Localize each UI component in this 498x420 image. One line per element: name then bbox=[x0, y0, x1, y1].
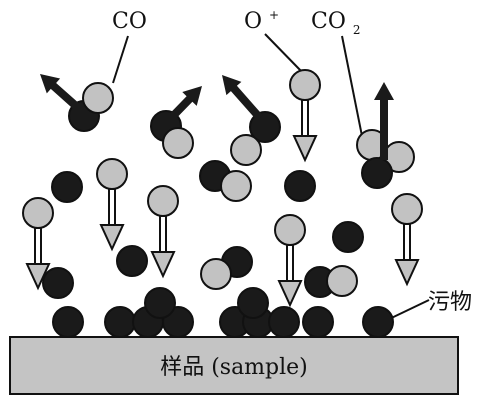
carbon-atom bbox=[52, 306, 84, 338]
ion-arrow bbox=[25, 227, 51, 291]
o-plus-superscript: + bbox=[269, 8, 279, 22]
oxygen-atom bbox=[326, 265, 358, 297]
ion-arrow-head bbox=[277, 280, 303, 308]
oxygen-atom bbox=[200, 258, 232, 290]
carbon-atom bbox=[284, 170, 316, 202]
ion-arrow-shaft bbox=[159, 215, 167, 253]
ion-arrow-shaft bbox=[34, 227, 42, 265]
ion-arrow bbox=[277, 244, 303, 308]
ion-arrow-head bbox=[25, 263, 51, 291]
carbon-atom bbox=[268, 306, 300, 338]
desorption-arrow bbox=[374, 82, 394, 160]
leader-lines bbox=[112, 33, 430, 323]
oxygen-atom bbox=[230, 134, 262, 166]
carbon-atom bbox=[144, 287, 176, 319]
carbon-atom bbox=[104, 306, 136, 338]
ion-arrow-shaft bbox=[108, 188, 116, 226]
o-plus-base: O bbox=[244, 9, 262, 34]
carbon-atom bbox=[361, 157, 393, 189]
leader-line bbox=[341, 35, 363, 137]
ion-arrow-head bbox=[394, 259, 420, 287]
carbon-atom bbox=[362, 306, 394, 338]
ion-arrow bbox=[292, 99, 318, 163]
leader-line bbox=[264, 33, 304, 74]
ion-arrow bbox=[99, 188, 125, 252]
sample-block bbox=[9, 336, 459, 395]
carbon-atom bbox=[42, 267, 74, 299]
particles bbox=[22, 69, 423, 338]
co2-label: CO 2 bbox=[311, 9, 361, 37]
ion-arrow bbox=[150, 215, 176, 279]
arrows bbox=[25, 74, 420, 308]
oxygen-atom bbox=[391, 193, 423, 225]
co2-base: CO bbox=[311, 9, 346, 34]
carbon-atom bbox=[302, 306, 334, 338]
ion-arrow-shaft bbox=[286, 244, 294, 282]
ion-arrow bbox=[394, 223, 420, 287]
labels: CO O + CO 2 污物 bbox=[112, 8, 472, 315]
ion-arrow-shaft bbox=[301, 99, 309, 137]
ion-arrow-head bbox=[292, 135, 318, 163]
contaminant-label: 污物 bbox=[428, 290, 472, 315]
sample-substrate: 样品 (sample) bbox=[9, 336, 459, 395]
oxygen-atom bbox=[147, 185, 179, 217]
carbon-atom bbox=[237, 287, 269, 319]
desorption-arrow bbox=[169, 86, 202, 120]
oxygen-atom bbox=[220, 170, 252, 202]
carbon-atom bbox=[51, 171, 83, 203]
sample-label: 样品 (sample) bbox=[160, 355, 308, 380]
oxygen-atom bbox=[82, 82, 114, 114]
carbon-atom bbox=[332, 221, 364, 253]
ion-arrow-head bbox=[99, 224, 125, 252]
ion-arrow-head bbox=[150, 251, 176, 279]
ion-arrow-shaft bbox=[403, 223, 411, 261]
desorption-arrow bbox=[222, 75, 263, 121]
oxygen-atom bbox=[162, 127, 194, 159]
co2-subscript: 2 bbox=[353, 23, 361, 37]
carbon-atom bbox=[116, 245, 148, 277]
o-plus-label: O + bbox=[244, 8, 279, 34]
desorption-arrow bbox=[40, 74, 79, 109]
oxygen-atom bbox=[274, 214, 306, 246]
oxygen-atom bbox=[22, 197, 54, 229]
oxygen-atom bbox=[289, 69, 321, 101]
co-label: CO bbox=[112, 9, 147, 34]
leader-line bbox=[112, 35, 129, 84]
oxygen-atom bbox=[96, 158, 128, 190]
